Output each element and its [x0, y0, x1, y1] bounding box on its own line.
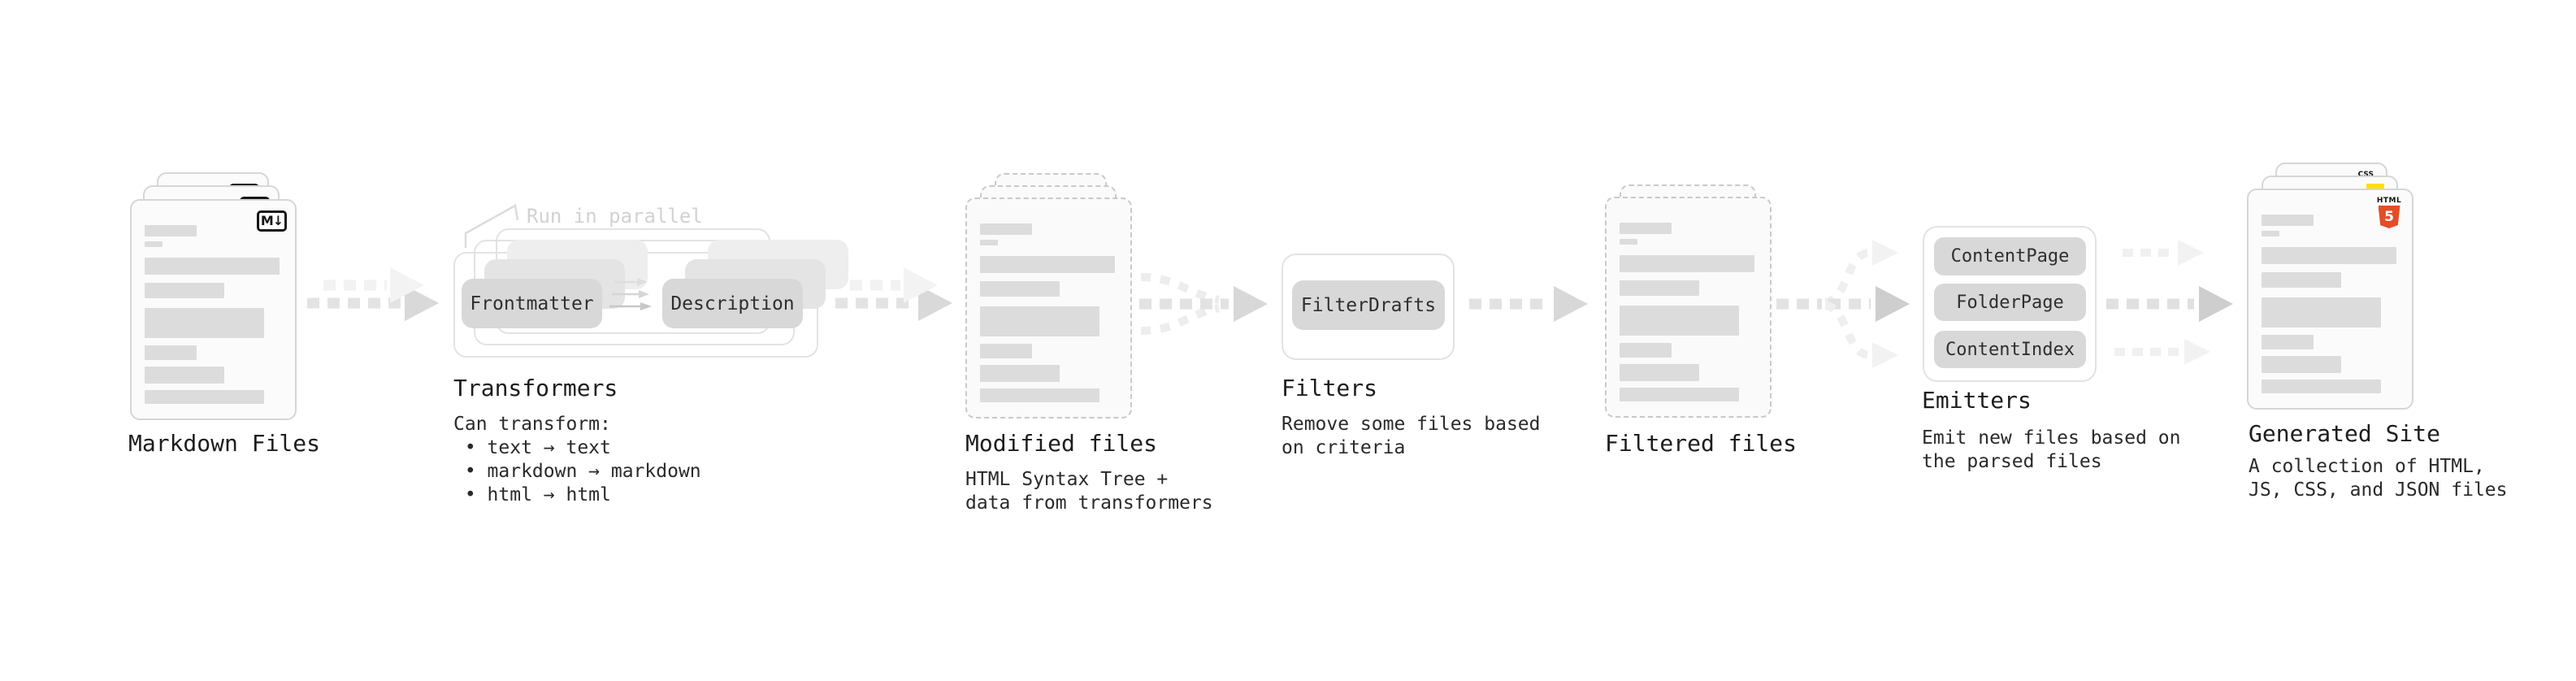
emitters-caption: Emit new files based on the parsed files: [1922, 427, 2181, 472]
transformers-title: Transformers: [453, 375, 618, 401]
arrow-transformers-to-modified: [835, 267, 952, 321]
transformers-caption: Can transform: • text → text • markdown …: [453, 414, 701, 505]
markdown-files-title: Markdown Files: [128, 430, 321, 457]
markdown-file-card-front: M↓: [130, 199, 297, 420]
text-placeholder-bars: [2262, 215, 2396, 393]
description-node: Description: [662, 279, 803, 328]
run-in-parallel-annotation: Run in parallel: [527, 205, 703, 228]
site-file-card-html: HTML 5: [2247, 189, 2413, 410]
filtered-file-card-front: [1605, 197, 1772, 418]
filtered-files-title: Filtered files: [1605, 430, 1798, 457]
modified-file-card-front: [965, 197, 1132, 419]
arrow-filtered-to-emitters-fanout: [1776, 240, 1910, 368]
text-placeholder-bars: [1620, 223, 1754, 401]
html5-icon: HTML 5: [2376, 197, 2402, 228]
text-placeholder-bars: [980, 223, 1115, 402]
arrow-filters-to-filtered: [1469, 286, 1588, 322]
markdown-icon: M↓: [257, 210, 287, 232]
modified-files-caption: HTML Syntax Tree + data from transformer…: [965, 469, 1213, 514]
modified-files-title: Modified files: [965, 430, 1158, 457]
arrow-emitters-to-site: [2106, 240, 2233, 365]
arrow-markdown-to-transformers: [307, 267, 439, 321]
contentindex-node: ContentIndex: [1934, 331, 2086, 368]
filterdrafts-node: FilterDrafts: [1292, 280, 1445, 330]
arrow-modified-to-filters-merge: [1139, 273, 1268, 335]
text-placeholder-bars: [145, 225, 280, 404]
filters-caption: Remove some files based on criteria: [1281, 414, 1541, 458]
contentpage-node: ContentPage: [1934, 237, 2086, 275]
folderpage-node: FolderPage: [1934, 284, 2086, 321]
generated-site-caption: A collection of HTML, JS, CSS, and JSON …: [2249, 456, 2508, 501]
emitters-title: Emitters: [1922, 387, 2032, 414]
frontmatter-node: Frontmatter: [462, 279, 602, 328]
filters-title: Filters: [1281, 375, 1378, 401]
generated-site-title: Generated Site: [2249, 420, 2441, 447]
